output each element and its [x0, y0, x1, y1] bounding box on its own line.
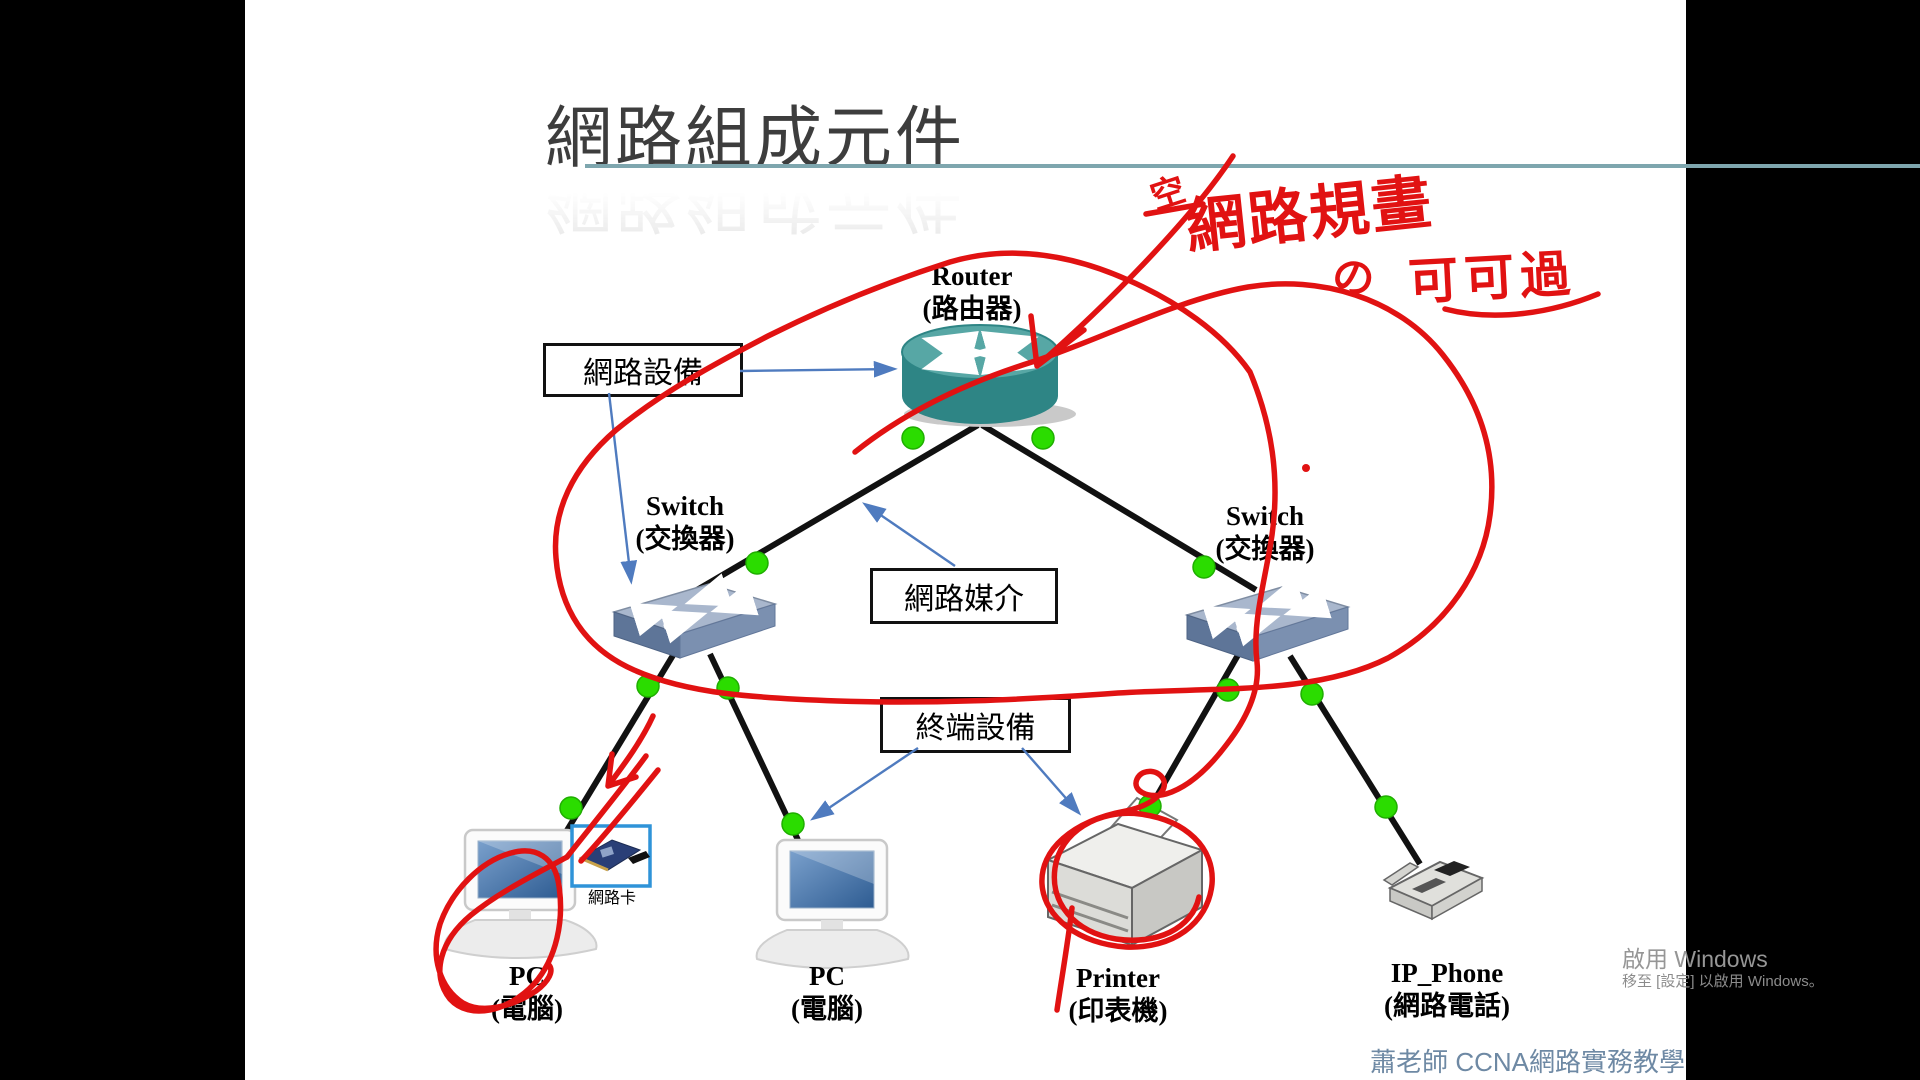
- red-arrow-to-router-ink: [1028, 153, 1236, 369]
- ip-phone-label-en: IP_Phone: [1390, 958, 1504, 988]
- router-label-zh: (路由器): [922, 294, 1022, 324]
- activate-windows-watermark: 啟用 Windows: [1622, 946, 1768, 972]
- ip-phone-label-zh: (網路電話): [1384, 991, 1510, 1021]
- switch-left-label-zh: (交換器): [635, 524, 735, 554]
- callout-arrows: [607, 360, 1082, 821]
- activate-windows-watermark-sub: 移至 [設定] 以啟用 Windows。: [1622, 973, 1824, 990]
- printer-label-zh: (印表機): [1068, 996, 1168, 1026]
- printer-icon: [1045, 796, 1205, 947]
- author-credit: 蕭老師 CCNA網路實務教學: [1370, 1047, 1685, 1077]
- connection-dots: [559, 426, 1398, 836]
- switch-right-label-en: Switch: [1225, 501, 1304, 531]
- ip-phone-icon: [1382, 860, 1485, 921]
- callout-network-media: 網路媒介: [870, 568, 1058, 624]
- red-lasso-ink: [552, 250, 1495, 950]
- ip-phone-label: IP_Phone (網路電話): [1347, 957, 1547, 1023]
- switch-right-label-zh: (交換器): [1215, 534, 1315, 564]
- printer-label-en: Printer: [1076, 963, 1160, 993]
- network-card-label: 網路卡: [587, 890, 636, 907]
- callout-network-devices: 網路設備: [543, 343, 743, 397]
- printer-label: Printer (印表機): [1018, 962, 1218, 1028]
- page-title: 網路組成元件: [545, 101, 965, 176]
- red-pc-trace-ink: [564, 753, 661, 864]
- red-dot-ink: [1302, 464, 1310, 472]
- red-pc-loop-ink: [433, 848, 570, 1014]
- pc-center-label-en: PC: [809, 961, 845, 991]
- handwriting-line2: 可可過: [1406, 244, 1578, 312]
- pc-center-label-zh: (電腦): [791, 994, 863, 1024]
- red-underline-note-ink: [1442, 291, 1601, 318]
- pc-center-label: PC (電腦): [727, 960, 927, 1026]
- red-printer-tail-ink: [1054, 905, 1075, 1013]
- red-underline-small-ink: [1143, 201, 1206, 217]
- callout-terminal-devices: 終端設備: [880, 697, 1071, 753]
- switch-left-label-en: Switch: [645, 491, 724, 521]
- router-icon: [901, 324, 1076, 427]
- switch-right-label: Switch (交換器): [1165, 500, 1365, 566]
- title-underline: [585, 164, 1920, 168]
- switch-left-label: Switch (交換器): [585, 490, 785, 556]
